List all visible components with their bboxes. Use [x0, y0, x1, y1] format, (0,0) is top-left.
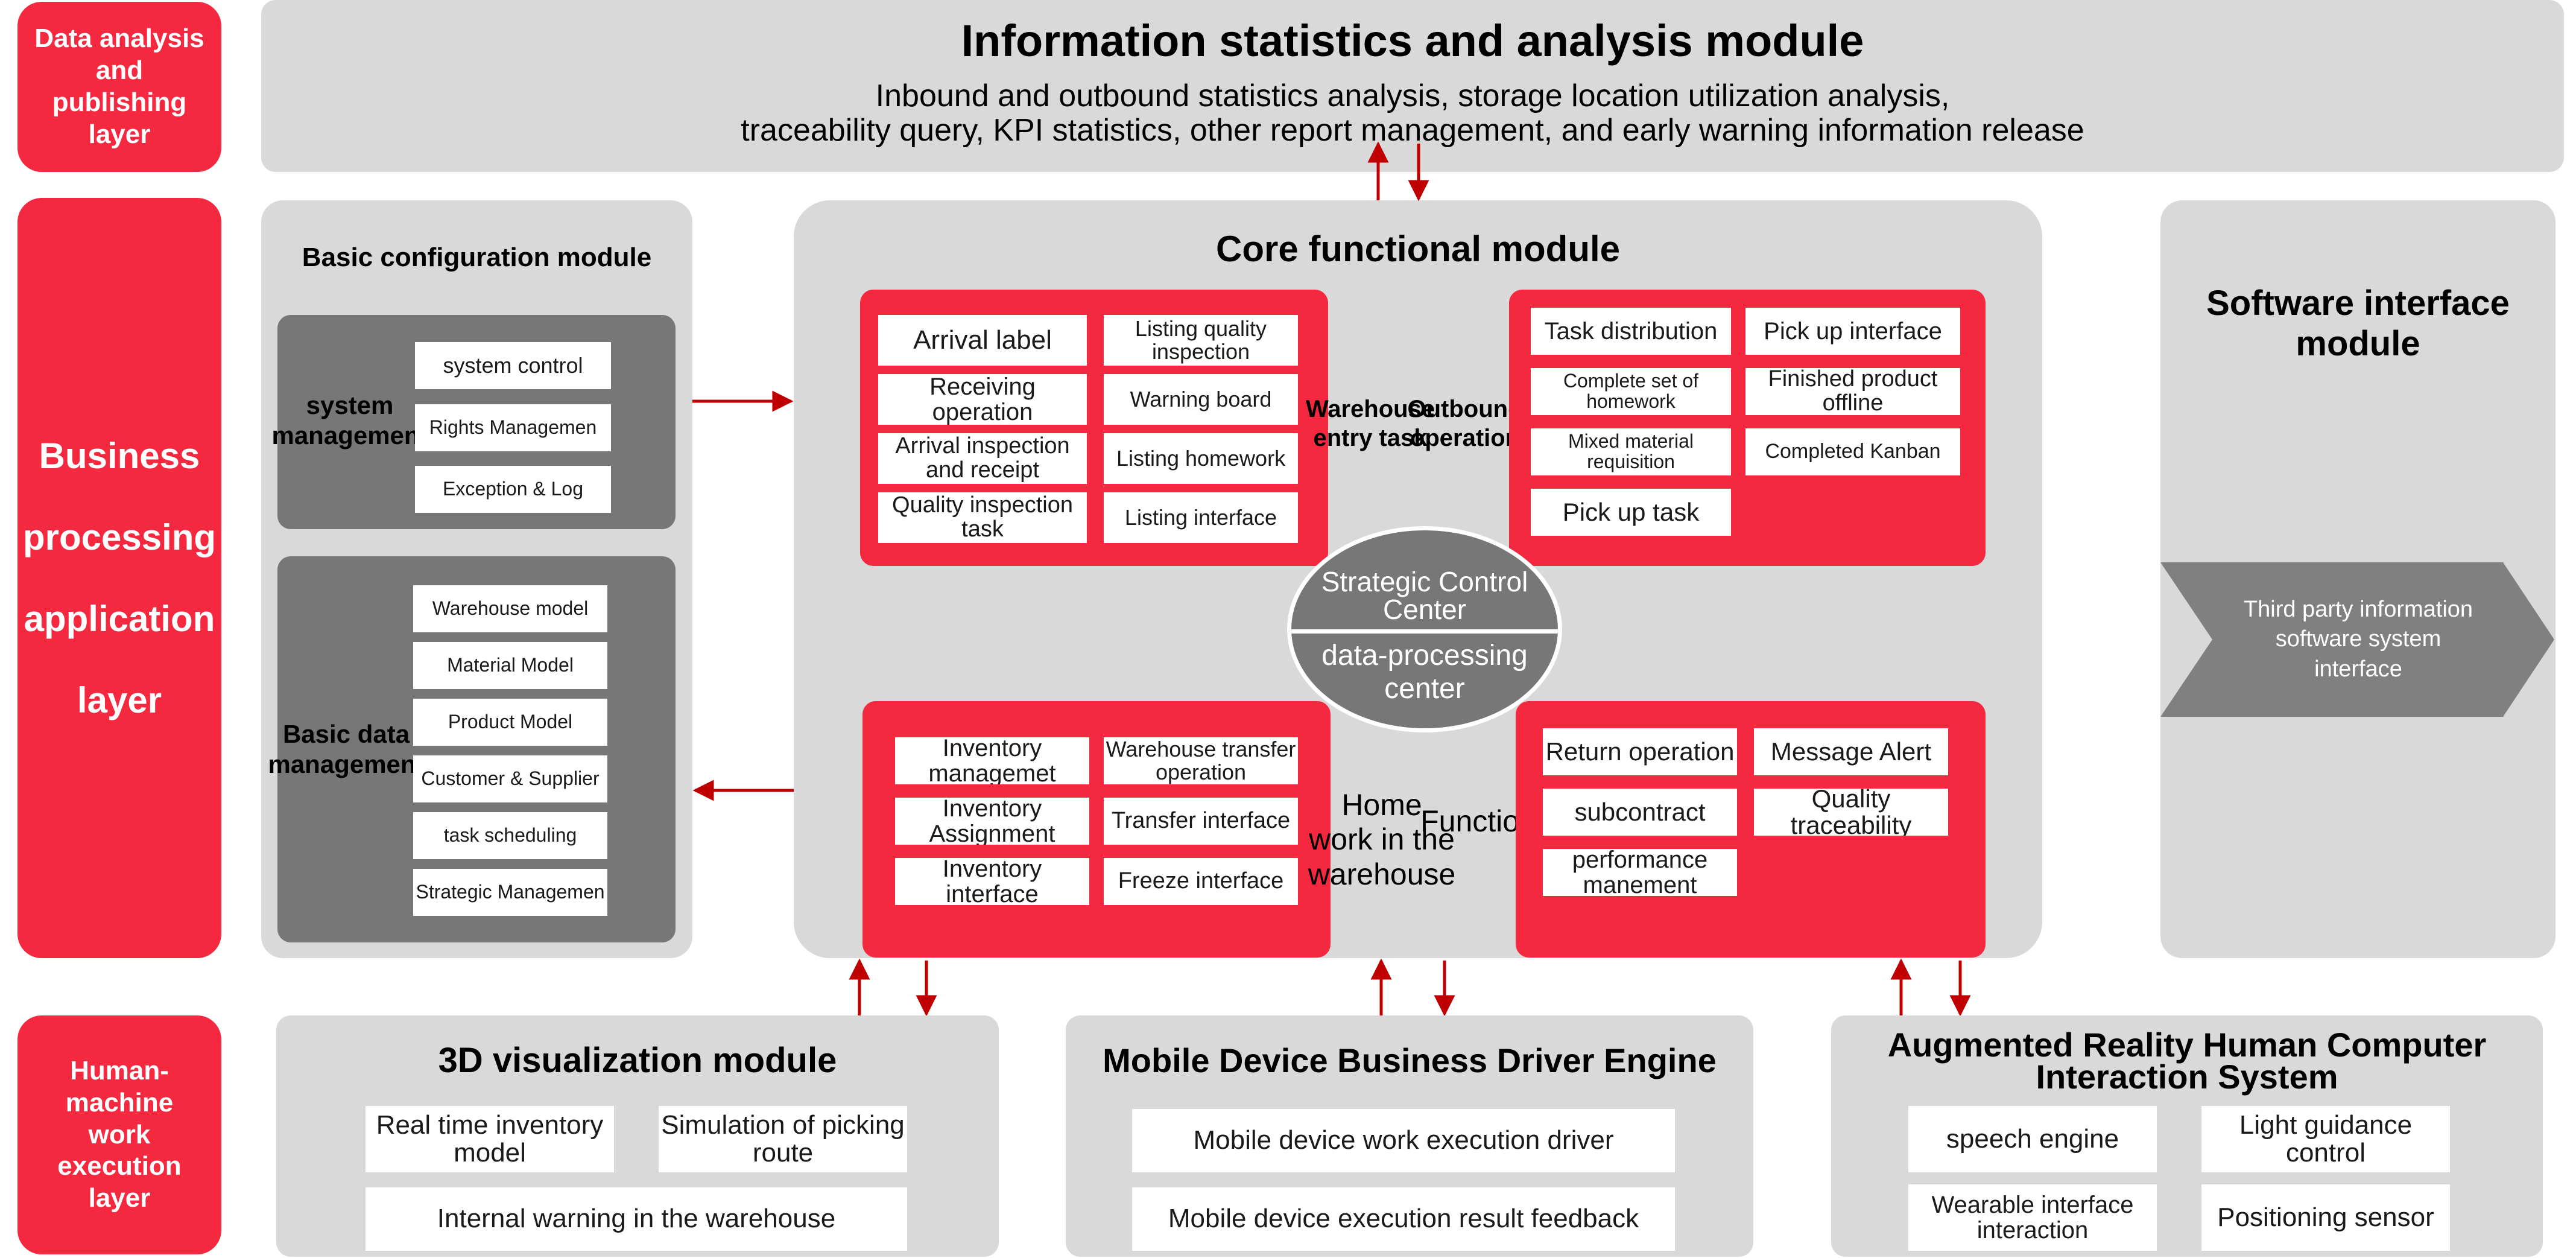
3d-visualization-module: 3D visualization module Real time invent…	[276, 1015, 999, 1257]
third-party-arrow-shape	[2160, 562, 2554, 717]
third-party-interface-label: Third party information software system …	[2243, 596, 2473, 682]
arrival-label-item: Arrival label	[878, 315, 1087, 366]
layer-label-data-analysis: Data analysis and publishing layer	[17, 2, 221, 172]
performance-management-item: performance manement	[1543, 849, 1737, 896]
info-module-line2: traceability query, KPI statistics, othe…	[741, 113, 2084, 148]
information-statistics-module: Information statistics and analysis modu…	[261, 0, 2564, 172]
layer-label-business-processing: Business processing application layer	[17, 198, 221, 958]
rights-management-item: Rights Managemen	[415, 404, 611, 451]
internal-warning-item: Internal warning in the warehouse	[366, 1187, 907, 1251]
core-module-title: Core functional module	[1215, 228, 1621, 269]
mobile-work-execution-driver-item: Mobile device work execution driver	[1132, 1109, 1675, 1172]
pick-up-interface-item: Pick up interface	[1745, 308, 1960, 355]
mobile-execution-feedback-item: Mobile device execution result feedback	[1132, 1187, 1675, 1251]
light-guidance-control-item: Light guidance control	[2201, 1106, 2450, 1172]
home-work-box: Inventory managemet Inventory Assignment…	[862, 701, 1331, 958]
material-model-item: Material Model	[413, 642, 607, 689]
data-processing-center-label: data-processing center	[1321, 639, 1528, 705]
positioning-sensor-item: Positioning sensor	[2201, 1184, 2450, 1251]
inventory-assignment-item: Inventory Assignment	[895, 798, 1089, 845]
freeze-interface-item: Freeze interface	[1104, 858, 1298, 905]
basic-data-management-box: Basic data management Warehouse model Ma…	[268, 556, 676, 942]
finished-product-offline-item: Finished product offline	[1745, 368, 1960, 415]
center-ellipse: Strategic Control Center data-processing…	[1287, 526, 1562, 732]
subcontract-item: subcontract	[1543, 789, 1737, 836]
mobile-device-engine-module: Mobile Device Business Driver Engine Mob…	[1066, 1015, 1753, 1257]
quality-traceability-item: Quality traceability	[1754, 789, 1948, 836]
info-module-line1: Inbound and outbound statistics analysis…	[875, 78, 1950, 114]
3d-visualization-title: 3D visualization module	[438, 1040, 837, 1080]
customer-supplier-item: Customer & Supplier	[413, 755, 607, 802]
listing-interface-item: Listing interface	[1104, 492, 1298, 543]
simulation-picking-route-item: Simulation of picking route	[659, 1106, 907, 1172]
outbound-box: Task distribution Complete set of homewo…	[1509, 290, 1986, 566]
product-model-item: Product Model	[413, 699, 607, 746]
basic-configuration-module: Basic configuration module system manage…	[261, 200, 692, 958]
mobile-device-title: Mobile Device Business Driver Engine	[1103, 1041, 1717, 1080]
transfer-interface-item: Transfer interface	[1104, 798, 1298, 845]
warehouse-transfer-item: Warehouse transfer operation	[1104, 737, 1298, 784]
mixed-material-requisition-item: Mixed material requisition	[1531, 428, 1731, 475]
quality-inspection-task-item: Quality inspection task	[878, 492, 1087, 543]
basic-config-title: Basic configuration module	[302, 242, 652, 272]
system-control-item: system control	[415, 342, 611, 389]
strategic-management-item: Strategic Managemen	[413, 869, 607, 916]
task-scheduling-item: task scheduling	[413, 812, 607, 859]
arrival-inspection-item: Arrival inspection and receipt	[878, 433, 1087, 484]
system-management-label: system management	[271, 390, 428, 450]
listing-homework-item: Listing homework	[1104, 433, 1298, 484]
ar-system-title: Augmented Reality Human Computer Interac…	[1887, 1025, 2487, 1096]
home-work-label: Home work in the warehouse	[1308, 787, 1456, 891]
complete-set-homework-item: Complete set of homework	[1531, 368, 1731, 415]
task-distribution-item: Task distribution	[1531, 308, 1731, 355]
wearable-interface-item: Wearable interface interaction	[1908, 1184, 2157, 1251]
pick-up-task-item: Pick up task	[1531, 489, 1731, 536]
layer-label-human-machine: Human-machine work execution layer	[17, 1015, 221, 1254]
core-functional-module: Core functional module Arrival label Rec…	[794, 200, 2042, 958]
listing-quality-inspection-item: Listing quality inspection	[1104, 315, 1298, 366]
basic-data-management-label: Basic data management	[268, 719, 425, 778]
ar-interaction-module: Augmented Reality Human Computer Interac…	[1831, 1015, 2543, 1257]
receiving-operation-item: Receiving operation	[878, 374, 1087, 425]
warehouse-entry-box: Arrival label Receiving operation Arriva…	[860, 290, 1328, 566]
warehouse-model-item: Warehouse model	[413, 585, 607, 632]
system-management-box: system management system control Rights …	[271, 315, 676, 529]
completed-kanban-item: Completed Kanban	[1745, 428, 1960, 475]
strategic-control-center-label: Strategic Control Center	[1321, 566, 1528, 625]
return-operation-item: Return operation	[1543, 728, 1737, 775]
software-interface-title: Software interface module	[2206, 284, 2510, 363]
warning-board-item: Warning board	[1104, 374, 1298, 425]
message-alert-item: Message Alert	[1754, 728, 1948, 775]
function-box: Return operation subcontract performance…	[1516, 701, 1986, 958]
inventory-interface-item: Inventory interface	[895, 858, 1089, 905]
real-time-inventory-model-item: Real time inventory model	[366, 1106, 614, 1172]
inventory-management-item: Inventory managemet	[895, 737, 1089, 784]
info-module-title: Information statistics and analysis modu…	[961, 15, 1864, 66]
speech-engine-item: speech engine	[1908, 1106, 2157, 1172]
exception-log-item: Exception & Log	[415, 466, 611, 513]
